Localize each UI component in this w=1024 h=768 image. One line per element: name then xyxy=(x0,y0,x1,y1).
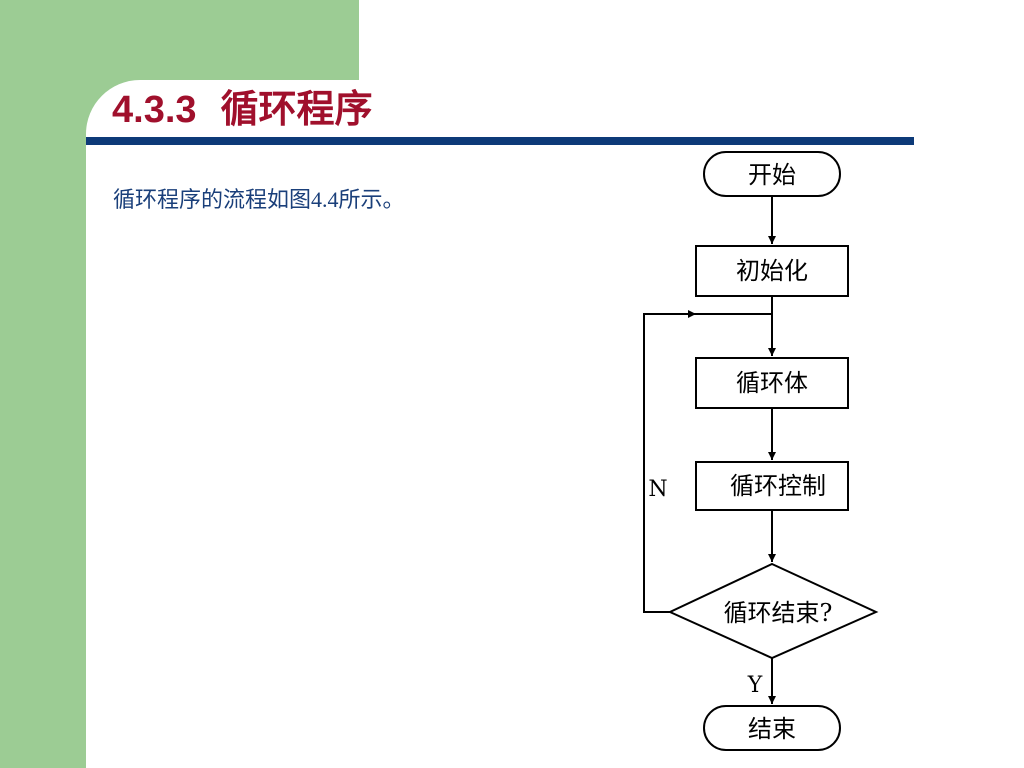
node-decision: 循环结束? xyxy=(667,562,879,660)
node-loop-body-label: 循环体 xyxy=(736,369,808,397)
left-accent-band xyxy=(0,0,86,768)
arrow-loop-back-no xyxy=(643,310,696,613)
node-loop-body: 循环体 xyxy=(695,357,849,409)
node-loop-control: 循环控制 xyxy=(695,461,849,511)
node-init-label: 初始化 xyxy=(736,257,808,285)
title-panel xyxy=(86,80,359,160)
section-number: 4.3.3 xyxy=(112,89,197,131)
node-end: 结束 xyxy=(703,705,841,751)
title-underline-bar xyxy=(86,137,914,145)
branch-label-no: N xyxy=(648,477,667,502)
node-init: 初始化 xyxy=(695,245,849,297)
node-end-label: 结束 xyxy=(748,715,796,743)
node-start-label: 开始 xyxy=(748,161,796,189)
node-decision-label: 循环结束? xyxy=(724,599,833,627)
node-start: 开始 xyxy=(703,151,841,197)
section-title: 循环程序 xyxy=(220,89,373,131)
slide-title: 4.3.3 循环程序 xyxy=(112,78,373,133)
node-loop-control-label: 循环控制 xyxy=(730,472,826,500)
branch-label-yes: Y xyxy=(747,673,763,698)
body-text: 循环程序的流程如图4.4所示。 xyxy=(113,187,405,212)
